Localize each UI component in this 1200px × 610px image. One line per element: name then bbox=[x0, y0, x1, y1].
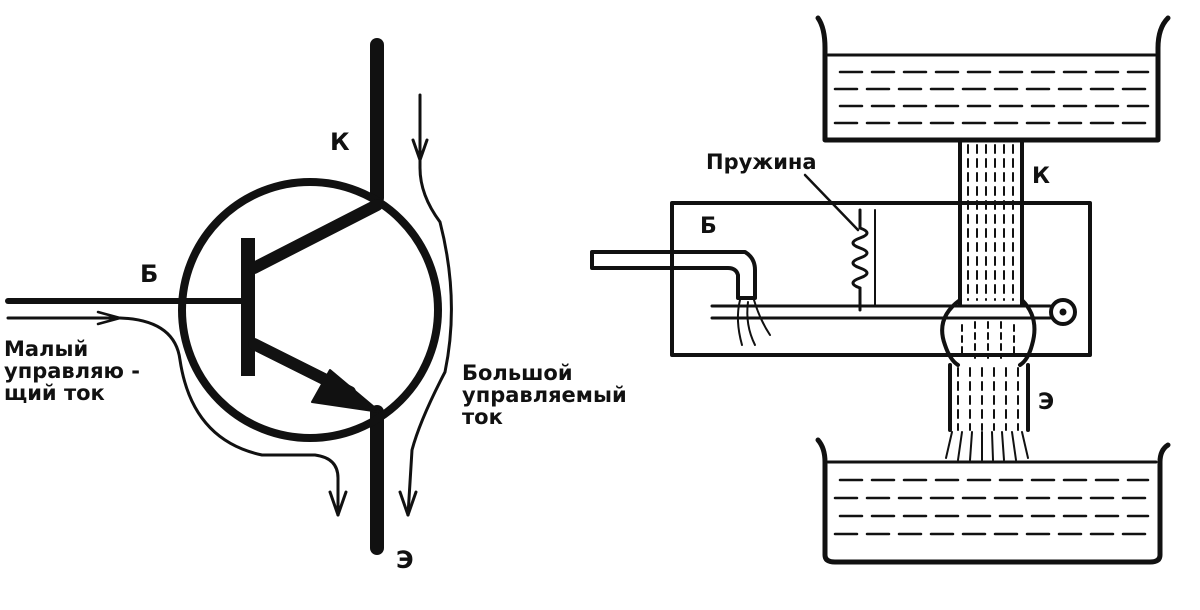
collector-lead bbox=[248, 199, 383, 274]
small-current-label: Малый управляю - щий ток bbox=[4, 337, 140, 406]
spring bbox=[851, 226, 869, 290]
control-box bbox=[670, 201, 1092, 357]
small-current-start-arrow-icon bbox=[96, 310, 122, 326]
valve-body bbox=[940, 298, 1037, 367]
spring-label: Пружина bbox=[706, 150, 817, 174]
large-current-label: Большой управляемый ток bbox=[462, 361, 627, 430]
transistor-circle bbox=[178, 178, 442, 442]
small-current-arrow-icon bbox=[328, 490, 348, 517]
large-current-bottom-arrow-icon bbox=[398, 490, 418, 517]
lever-pivot-pin bbox=[1059, 308, 1067, 316]
lower-water-hatching bbox=[833, 478, 1152, 536]
valve-flow bbox=[961, 321, 1015, 359]
water-model bbox=[590, 15, 1171, 565]
collector-label: К bbox=[330, 128, 350, 156]
base-inlet-pipe bbox=[590, 250, 757, 300]
small-current-path bbox=[6, 316, 340, 517]
outflow-jet bbox=[945, 431, 1029, 461]
lower-tank bbox=[815, 437, 1171, 565]
emitter-arrowhead bbox=[311, 369, 381, 413]
upper-tank bbox=[815, 15, 1171, 143]
upper-water-hatching bbox=[833, 70, 1152, 125]
emitter-water-stream bbox=[957, 367, 1019, 431]
water-base-label: Б bbox=[700, 214, 717, 239]
large-current-top-arrow-icon bbox=[411, 138, 429, 162]
collector-water-stream bbox=[967, 144, 1014, 301]
transistor-symbol bbox=[5, 38, 453, 555]
water-emitter-label: Э bbox=[1038, 390, 1055, 415]
spring-pointer bbox=[803, 173, 860, 232]
emitter-label: Э bbox=[396, 546, 414, 574]
base-label: Б bbox=[140, 260, 159, 288]
large-current-path bbox=[406, 93, 453, 517]
lever-pivot bbox=[1049, 298, 1077, 326]
water-collector-label: К bbox=[1032, 164, 1050, 189]
lever bbox=[710, 304, 1052, 320]
